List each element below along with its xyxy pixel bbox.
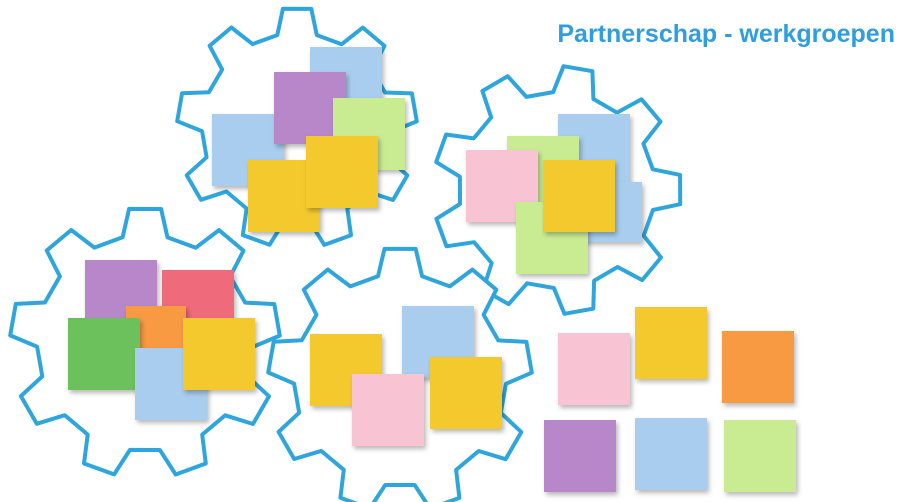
gear-bottom-left-sticky-note-6 [183,318,255,390]
gear-top-left-sticky-note-6 [306,136,378,208]
loose-sticky-note-2 [635,307,707,379]
loose-sticky-note-5 [635,418,707,490]
gear-top-right-sticky-note-6 [543,160,615,232]
page-title: Partnerschap - werkgroepen [557,20,895,48]
loose-sticky-note-4 [544,420,616,492]
loose-sticky-note-1 [558,333,630,405]
loose-sticky-note-3 [722,331,794,403]
loose-sticky-note-6 [724,420,796,492]
gear-bottom-left-sticky-note-4 [68,318,140,390]
gear-bottom-center-sticky-note-4 [430,357,502,429]
gear-bottom-center-sticky-note-3 [352,374,424,446]
